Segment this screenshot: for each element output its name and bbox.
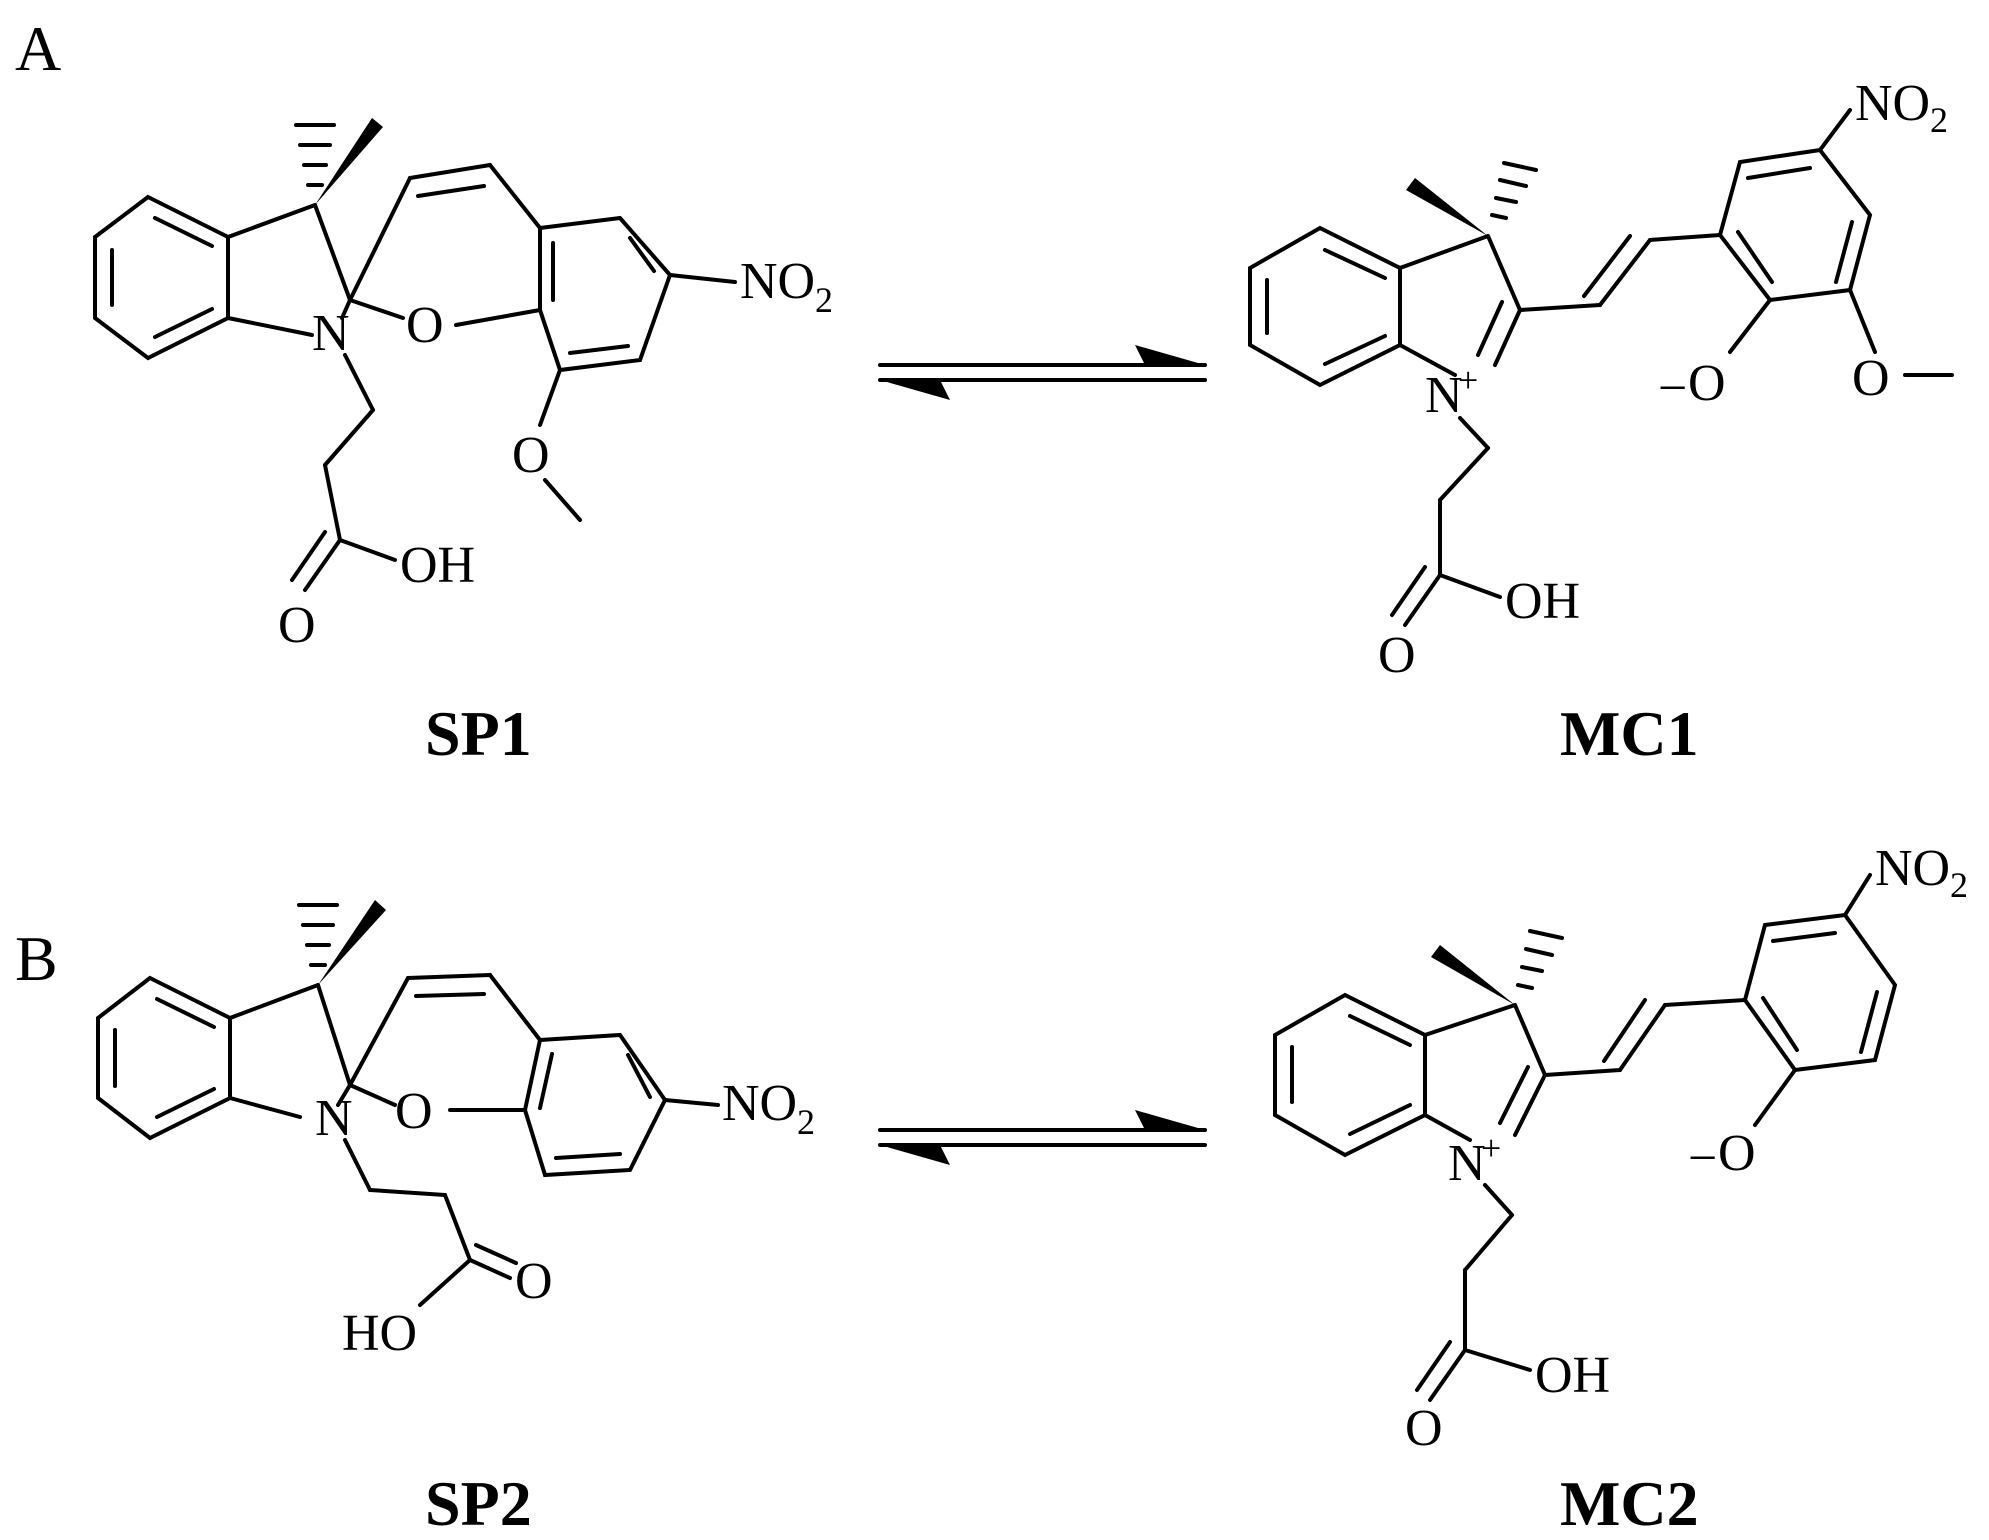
sp1-atom-o-carbonyl: O <box>278 597 316 654</box>
mc2-atom-oh: OH <box>1535 1347 1610 1404</box>
sp2-atom-ho: HO <box>342 1305 417 1362</box>
sp2-wedge-methyl <box>318 900 386 985</box>
label-mc1: MC1 <box>1560 698 1699 769</box>
sp1-atom-o-ring: O <box>406 297 444 354</box>
sp2-chromene-ring <box>522 1032 668 1178</box>
mc1-atom-oh: OH <box>1505 573 1580 630</box>
sp1-atom-oh: OH <box>400 537 475 594</box>
mc1-atom-o-carbonyl: O <box>1378 627 1416 684</box>
sp1-nitro: NO <box>740 253 815 310</box>
sp2-hash-methyl <box>297 903 339 967</box>
mc1-atom-o-methoxy: O <box>1852 350 1890 407</box>
panel-letter-b: B <box>15 923 58 994</box>
label-sp1: SP1 <box>425 698 532 769</box>
mc2-wedge-methyl <box>1431 945 1515 1005</box>
mc1-phenolate-ring <box>1717 147 1873 303</box>
sp1-nitro-subscript: 2 <box>815 280 833 320</box>
mc2-nitro: NO <box>1875 840 1950 897</box>
label-mc2: MC2 <box>1560 1468 1699 1539</box>
mc1-nitro: NO <box>1855 75 1930 132</box>
mc2-minus-charge: − <box>1688 1130 1717 1187</box>
panel-letter-a: A <box>15 13 61 84</box>
mc1-minus-charge: − <box>1658 360 1687 417</box>
mc2-structure <box>1273 873 1898 1402</box>
mc1-atom-n: N <box>1425 367 1463 424</box>
sp1-hash-methyl <box>294 123 336 187</box>
sp2-atom-o-carbonyl: O <box>515 1253 553 1310</box>
sp1-wedge-methyl <box>315 118 383 205</box>
mc1-wedge-methyl <box>1406 178 1488 236</box>
sp2-atom-n: N <box>315 1090 353 1147</box>
sp1-structure <box>93 118 737 592</box>
mc1-structure <box>1248 108 1954 627</box>
mc1-nitro-subscript: 2 <box>1930 100 1948 140</box>
sp1-atom-n: N <box>312 305 350 362</box>
mc1-hash-methyl <box>1490 161 1538 220</box>
mc2-atom-o-carbonyl: O <box>1405 1400 1443 1457</box>
sp2-structure <box>96 900 720 1307</box>
label-sp2: SP2 <box>425 1468 532 1539</box>
mc2-benzene-ring <box>1273 992 1427 1158</box>
mc2-hash-methyl <box>1516 929 1564 990</box>
mc2-phenolate-ring <box>1742 912 1898 1073</box>
mc2-plus-charge: + <box>1481 1128 1501 1168</box>
sp1-atom-o-methoxy: O <box>512 427 550 484</box>
equilibrium-arrows-b <box>878 1110 1207 1165</box>
mc1-atom-o-minus: O <box>1688 355 1726 412</box>
mc2-nitro-subscript: 2 <box>1950 865 1968 905</box>
sp2-atom-o-ring: O <box>395 1083 433 1140</box>
sp1-chromene-ring <box>538 215 673 373</box>
sp2-nitro: NO <box>722 1075 797 1132</box>
mc2-atom-o-minus: O <box>1718 1125 1756 1182</box>
equilibrium-arrows-a <box>878 345 1207 400</box>
sp2-nitro-subscript: 2 <box>797 1102 815 1142</box>
mc1-plus-charge: + <box>1458 360 1478 400</box>
mc2-atom-n: N <box>1448 1135 1486 1192</box>
